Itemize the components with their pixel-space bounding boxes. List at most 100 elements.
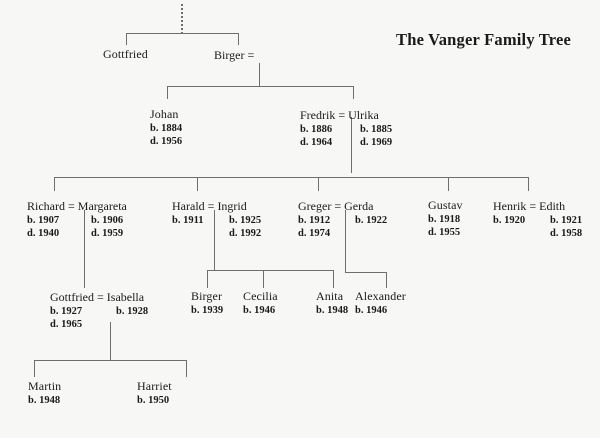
person-name: Gottfried bbox=[50, 290, 94, 304]
gen4-drop-alexander bbox=[386, 272, 387, 288]
ancestor-dotted-line bbox=[181, 4, 183, 33]
gen2-sibling-bar bbox=[167, 86, 353, 87]
birth-year: b. 1920 bbox=[493, 215, 526, 226]
birth-year: b. 1925 bbox=[229, 215, 262, 226]
marriage-symbol: = bbox=[68, 199, 75, 213]
person-gottfried-gen1: Gottfried bbox=[103, 47, 148, 62]
spouse-dates: b. 1921 d. 1958 bbox=[540, 214, 582, 240]
birth-year: b. 1921 bbox=[550, 215, 583, 226]
marriage-symbol: = bbox=[529, 199, 537, 213]
birth-year: b. 1928 bbox=[116, 306, 149, 317]
spouse-name: Ulrika bbox=[348, 108, 379, 122]
couple-richard-margareta: Richard=Margareta b. 1907 d. 1940 b. 190… bbox=[27, 199, 127, 240]
birth-year: b. 1884 bbox=[150, 122, 183, 134]
person-name: Harald bbox=[172, 199, 205, 213]
spouse-dates: b. 1906 d. 1959 bbox=[80, 214, 123, 240]
person-name: Martin bbox=[28, 379, 62, 393]
death-year: d. 1992 bbox=[229, 228, 262, 239]
gen1-drop-gottfried bbox=[126, 33, 127, 45]
spouse-name: Isabella bbox=[106, 290, 145, 304]
person-name: Birger bbox=[191, 289, 223, 303]
gen3-drop-henrik bbox=[528, 177, 529, 191]
gen3-drop-harald bbox=[197, 177, 198, 191]
gen3-sibling-bar bbox=[54, 177, 528, 178]
gottfried-isabella-union-drop bbox=[110, 322, 111, 360]
person-anita: Anita b. 1948 bbox=[316, 289, 348, 317]
person-birger-gen4: Birger b. 1939 bbox=[191, 289, 223, 317]
death-year: d. 1956 bbox=[150, 135, 183, 147]
person-name: Harriet bbox=[137, 379, 172, 393]
death-year: d. 1964 bbox=[300, 137, 333, 148]
person-name: Anita bbox=[316, 289, 344, 303]
death-year: d. 1955 bbox=[428, 226, 461, 238]
gen4-drop-birger bbox=[207, 270, 208, 288]
couple-greger-gerda: Greger=Gerda b. 1912 d. 1974 b. 1922 bbox=[298, 199, 387, 240]
person-dates: b. 1927 d. 1965 bbox=[50, 305, 106, 331]
greger-gerda-union-drop bbox=[345, 210, 346, 272]
spouse-name: Gerda bbox=[344, 199, 374, 213]
gen3-drop-gustav bbox=[448, 177, 449, 191]
person-martin: Martin b. 1948 bbox=[28, 379, 62, 407]
death-year: d. 1969 bbox=[360, 137, 393, 148]
gen3-drop-richard bbox=[54, 177, 55, 191]
birth-year: b. 1912 bbox=[298, 215, 331, 226]
gen5-sibling-bar bbox=[34, 360, 186, 361]
person-gustav: Gustav b. 1918 d. 1955 bbox=[428, 198, 463, 239]
person-name: Fredrik bbox=[300, 108, 336, 122]
person-harriet: Harriet b. 1950 bbox=[137, 379, 172, 407]
couple-gottfried-isabella: Gottfried=Isabella b. 1927 d. 1965 b. 19… bbox=[50, 290, 148, 331]
marriage-symbol: = bbox=[207, 199, 215, 213]
person-dates: b. 1918 d. 1955 bbox=[428, 213, 463, 239]
person-dates: b. 1886 d. 1964 bbox=[300, 123, 351, 149]
person-dates: b. 1946 bbox=[355, 304, 406, 317]
person-name: Cecilia bbox=[243, 289, 278, 303]
gen3-drop-greger bbox=[318, 177, 319, 191]
gen1-sibling-bar bbox=[126, 33, 238, 34]
birth-year: b. 1906 bbox=[91, 215, 124, 226]
birth-year: b. 1918 bbox=[428, 213, 461, 225]
person-dates: b. 1948 bbox=[28, 394, 61, 407]
person-name: Birger bbox=[214, 48, 245, 62]
greger-alexander-elbow bbox=[345, 272, 386, 273]
person-dates: b. 1884 d. 1956 bbox=[150, 122, 182, 148]
person-dates: b. 1948 bbox=[316, 304, 348, 317]
gen2-drop-fredrik bbox=[353, 86, 354, 99]
person-cecilia: Cecilia b. 1946 bbox=[243, 289, 278, 317]
gen4-drop-anita bbox=[333, 270, 334, 288]
marriage-symbol: = bbox=[338, 108, 346, 122]
birth-year: b. 1946 bbox=[355, 304, 388, 316]
spouse-dates: b. 1925 d. 1992 bbox=[219, 214, 261, 240]
person-dates: b. 1920 bbox=[493, 214, 540, 240]
couple-henrik-edith: Henrik=Edith b. 1920 b. 1921 d. 1958 bbox=[493, 199, 582, 240]
birth-year: b. 1885 bbox=[360, 124, 393, 135]
person-name: Henrik bbox=[493, 199, 527, 213]
birth-year: b. 1911 bbox=[172, 215, 204, 226]
person-name: Gottfried bbox=[103, 47, 148, 61]
spouse-dates: b. 1928 bbox=[106, 305, 148, 331]
birth-year: b. 1927 bbox=[50, 306, 83, 317]
person-birger-gen1: Birger= bbox=[214, 48, 257, 63]
spouse-dates: b. 1885 d. 1969 bbox=[351, 123, 392, 149]
birger-union-drop bbox=[259, 63, 260, 86]
person-dates: b. 1939 bbox=[191, 304, 223, 317]
person-dates: b. 1907 d. 1940 bbox=[27, 214, 80, 240]
person-name: Greger bbox=[298, 199, 332, 213]
death-year: d. 1974 bbox=[298, 228, 331, 239]
gen2-drop-johan bbox=[167, 86, 168, 99]
diagram-title: The Vanger Family Tree bbox=[396, 30, 572, 49]
person-name: Gustav bbox=[428, 198, 463, 212]
gen1-drop-birger bbox=[238, 33, 239, 45]
person-name: Johan bbox=[150, 107, 179, 121]
death-year: d. 1958 bbox=[550, 228, 583, 239]
birth-year: b. 1922 bbox=[355, 215, 388, 226]
person-dates: b. 1950 bbox=[137, 394, 172, 407]
spouse-name: Ingrid bbox=[217, 199, 247, 213]
marriage-symbol: = bbox=[97, 290, 104, 304]
marriage-symbol: = bbox=[247, 48, 255, 62]
person-johan: Johan b. 1884 d. 1956 bbox=[150, 107, 182, 148]
death-year: d. 1965 bbox=[50, 319, 83, 330]
person-name: Richard bbox=[27, 199, 65, 213]
birth-year: b. 1939 bbox=[191, 304, 224, 316]
gen5-drop-harriet bbox=[186, 360, 187, 377]
